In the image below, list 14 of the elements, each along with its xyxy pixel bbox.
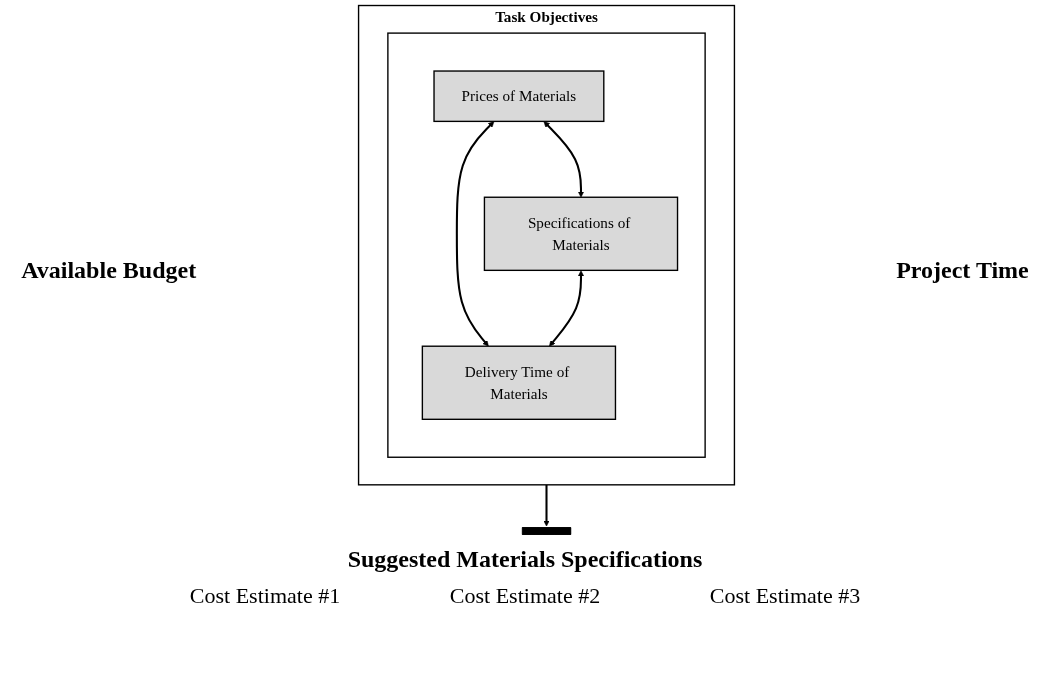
arrow: [455, 121, 494, 347]
cluster: [386, 32, 706, 458]
side-label: Available Budget: [21, 256, 197, 283]
cost-estimate-label: Cost Estimate #2: [448, 583, 602, 609]
cost-estimate-label: Cost Estimate #1: [188, 583, 342, 609]
node-box: Specifications of Materials: [483, 196, 678, 272]
cost-estimate-label: Cost Estimate #3: [708, 583, 862, 609]
node-box: Delivery Time of Materials: [421, 345, 616, 420]
bottom-label: Suggested Materials Specifications: [347, 546, 703, 572]
arrow: [543, 484, 550, 527]
node-box: Prices of Materials: [433, 70, 605, 123]
side-label: Project Time: [896, 256, 1029, 283]
arrow: [543, 121, 584, 198]
arrow: [548, 270, 584, 347]
